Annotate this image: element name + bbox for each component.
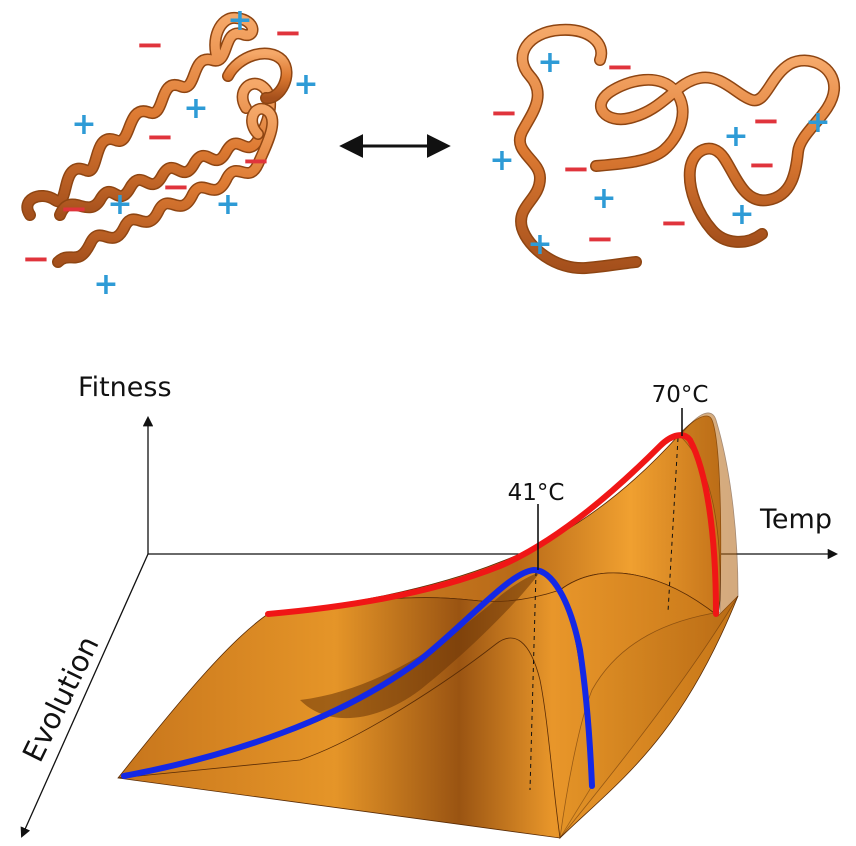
surface-right-face xyxy=(559,412,739,840)
minus-charge: − xyxy=(22,239,51,279)
minus-charge: − xyxy=(752,101,781,141)
minus-charge: − xyxy=(60,189,89,229)
minus-charge: − xyxy=(606,47,635,87)
plus-charge: + xyxy=(71,107,96,142)
minus-charge: − xyxy=(146,117,175,157)
minus-charge: − xyxy=(162,167,191,207)
minus-charge: − xyxy=(586,219,615,259)
plus-charge: + xyxy=(215,187,240,222)
plus-charge: + xyxy=(93,267,118,302)
plus-charge: + xyxy=(805,105,830,140)
minus-charge: − xyxy=(748,145,777,185)
plus-charge: + xyxy=(591,181,616,216)
plus-charge: + xyxy=(227,3,252,38)
folded-protein xyxy=(21,12,293,268)
plus-charge: + xyxy=(107,187,132,222)
unfolded-charges: + − − + − + − + + − + − − + xyxy=(489,45,830,262)
surface-crease xyxy=(300,572,540,719)
evolution-axis-label: Evolution xyxy=(16,631,106,767)
fitness-axis-label: Fitness xyxy=(78,372,172,403)
peak-label-70: 70°C xyxy=(652,382,709,408)
red-fitness-curve xyxy=(265,432,719,617)
plus-charge: + xyxy=(537,45,562,80)
minus-charge: − xyxy=(660,203,689,243)
plus-charge: + xyxy=(723,119,748,154)
plus-charge: + xyxy=(527,227,552,262)
folded-charges: + − − + + + − − − − + + − + xyxy=(22,3,319,302)
evolution-axis xyxy=(20,553,149,838)
minus-charge: − xyxy=(242,141,271,181)
blue-fitness-curve xyxy=(121,566,595,789)
peak-label-41: 41°C xyxy=(508,480,565,506)
unfolded-protein xyxy=(513,23,840,275)
drop-lines xyxy=(529,437,679,791)
plus-charge: + xyxy=(729,197,754,232)
plus-charge: + xyxy=(183,91,208,126)
plus-charge: + xyxy=(293,67,318,102)
minus-charge: − xyxy=(490,93,519,133)
plus-charge: + xyxy=(489,143,514,178)
minus-charge: − xyxy=(274,13,303,53)
minus-charge: − xyxy=(136,25,165,65)
dashed-line-70 xyxy=(667,437,679,613)
temp-axis-label: Temp xyxy=(759,504,832,535)
minus-charge: − xyxy=(562,149,591,189)
